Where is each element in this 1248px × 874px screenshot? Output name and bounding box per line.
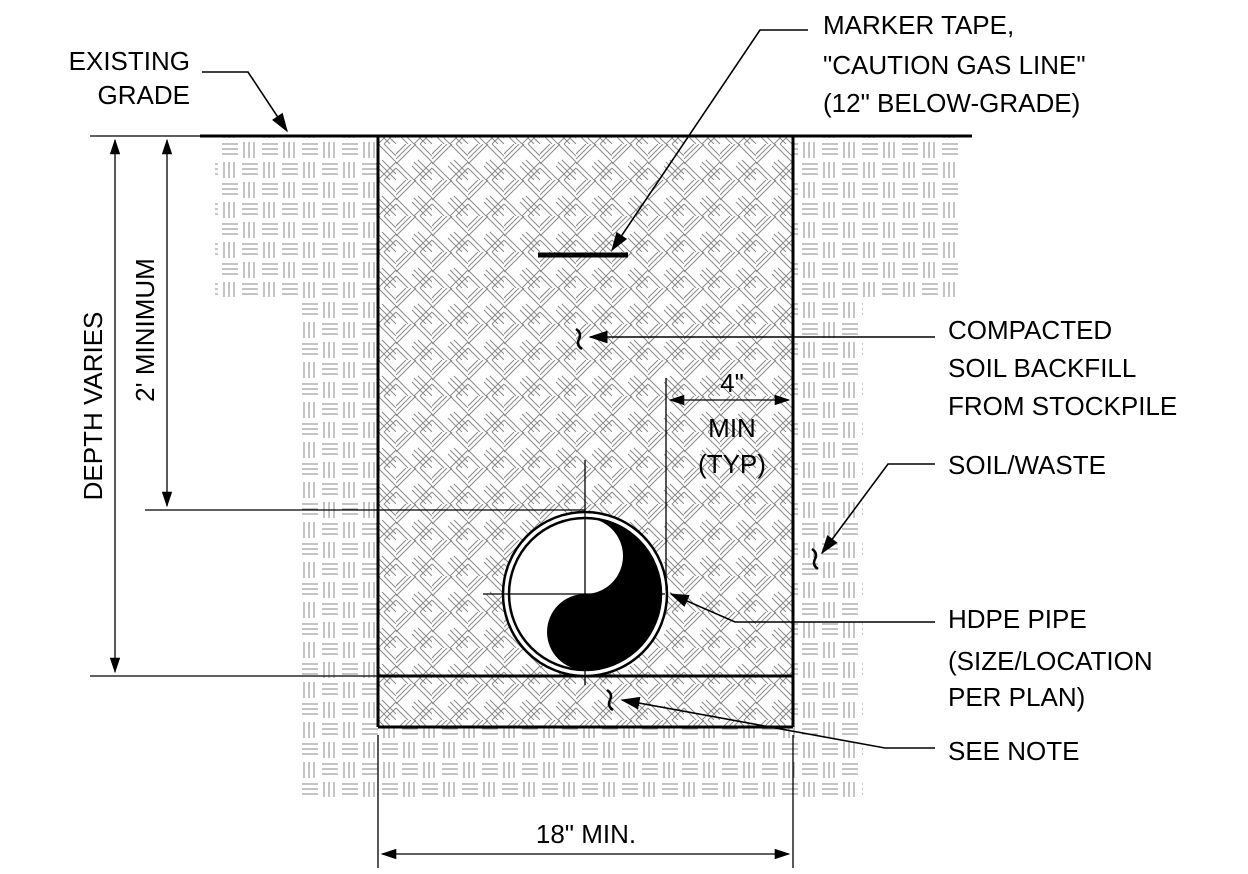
see-note-label: SEE NOTE xyxy=(948,736,1079,766)
depth-varies-dimension: DEPTH VARIES xyxy=(78,135,378,677)
marker-tape-label-3: (12" BELOW-GRADE) xyxy=(823,88,1080,118)
existing-grade-label-2: GRADE xyxy=(98,80,190,110)
trench-width-text: 18" MIN. xyxy=(536,819,636,849)
callout-marker-tape: MARKER TAPE, "CAUTION GAS LINE" (12" BEL… xyxy=(611,10,1086,252)
clearance-dimension: 4" MIN (TYP) xyxy=(665,368,791,590)
existing-soil xyxy=(215,137,958,797)
hdpe-label-3: PER PLAN) xyxy=(948,682,1085,712)
compacted-label-3: FROM STOCKPILE xyxy=(948,391,1177,421)
depth-varies-text: DEPTH VARIES xyxy=(78,312,108,501)
callout-soil-waste: SOIL/WASTE xyxy=(811,450,1106,571)
callout-see-note: SEE NOTE xyxy=(606,688,1079,766)
existing-grade-label-1: EXISTING xyxy=(69,46,190,76)
marker-tape-label-1: MARKER TAPE, xyxy=(823,10,1014,40)
compacted-label-2: SOIL BACKFILL xyxy=(948,353,1136,383)
callout-existing-grade: EXISTING GRADE xyxy=(69,46,288,133)
callout-hdpe-pipe: HDPE PIPE (SIZE/LOCATION PER PLAN) xyxy=(669,593,1153,712)
min-depth-dimension: 2' MINIMUM xyxy=(130,138,585,511)
hdpe-label-1: HDPE PIPE xyxy=(948,604,1087,634)
clearance-text-2: MIN xyxy=(708,413,756,443)
clearance-text-1: 4" xyxy=(720,368,744,398)
soil-waste-label: SOIL/WASTE xyxy=(948,450,1106,480)
compacted-label-1: COMPACTED xyxy=(948,315,1112,345)
min-depth-text: 2' MINIMUM xyxy=(130,258,160,402)
clearance-text-3: (TYP) xyxy=(698,449,766,479)
hdpe-label-2: (SIZE/LOCATION xyxy=(948,646,1153,676)
trench-width-dimension: 18" MIN. xyxy=(377,735,794,868)
marker-tape-label-2: "CAUTION GAS LINE" xyxy=(823,50,1086,80)
callout-compacted-backfill: COMPACTED SOIL BACKFILL FROM STOCKPILE xyxy=(575,315,1177,421)
hdpe-pipe xyxy=(483,460,669,685)
